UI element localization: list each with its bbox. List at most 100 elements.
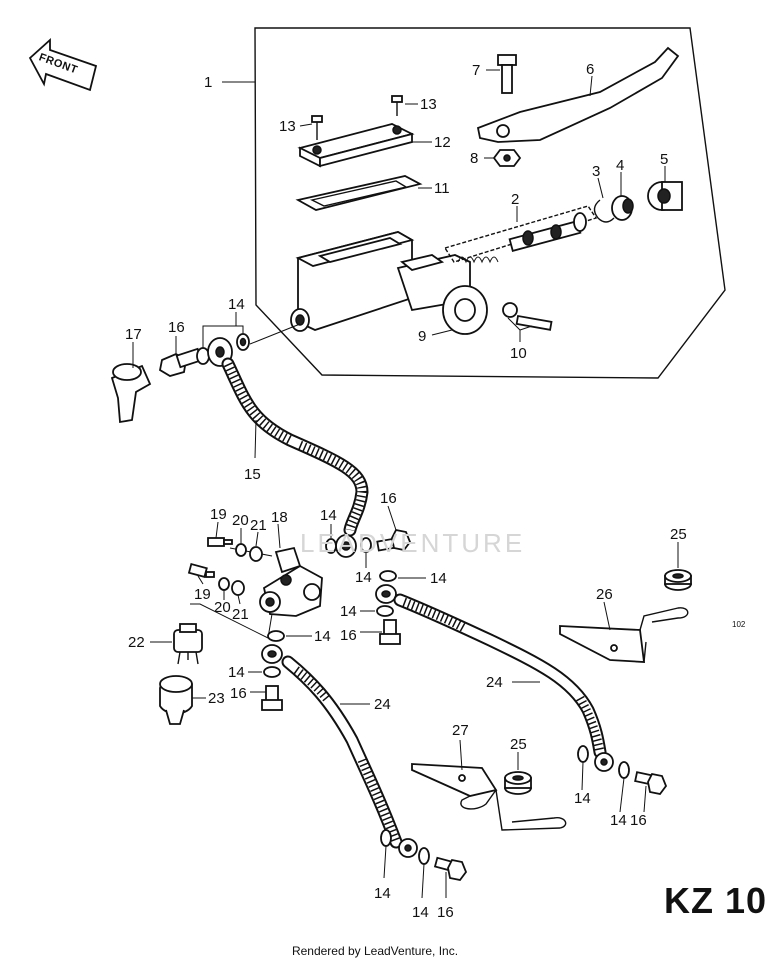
leader-13a xyxy=(299,123,313,127)
callout-2: 2 xyxy=(511,191,519,208)
nut-21a xyxy=(249,546,263,562)
washer-14h xyxy=(418,847,430,865)
model-code: KZ 10 xyxy=(664,880,767,921)
callout-25a: 25 xyxy=(670,526,687,543)
washer-14f xyxy=(263,666,281,678)
callout-13a: 13 xyxy=(279,118,296,135)
banjo-bolt-right xyxy=(379,619,401,645)
leader-6 xyxy=(589,75,593,97)
cap-screw-left xyxy=(311,115,323,140)
callout-22: 22 xyxy=(128,634,145,651)
callout-10: 10 xyxy=(510,345,527,362)
callout-14j: 14 xyxy=(574,790,591,807)
callout-16d: 16 xyxy=(230,685,247,702)
grommet-lower xyxy=(504,771,532,795)
lower-hose-right xyxy=(375,584,614,772)
leader-26 xyxy=(603,601,611,631)
leader-16b xyxy=(387,505,397,531)
grommet-upper xyxy=(664,569,692,591)
callout-16c: 16 xyxy=(340,627,357,644)
callout-12: 12 xyxy=(434,134,451,151)
leader-16f xyxy=(643,785,647,813)
exploded-parts-diagram: 1 2 3 4 5 6 7 8 9 10 11 12 13 13 14 14 1… xyxy=(28,27,726,921)
washer-20b xyxy=(218,577,230,591)
hose-bracket-left xyxy=(411,763,567,831)
callout-13b: 13 xyxy=(420,96,437,113)
leader-14l xyxy=(619,777,625,813)
leader-19a xyxy=(215,521,219,539)
callout-14g: 14 xyxy=(228,664,245,681)
brake-lever xyxy=(476,46,680,143)
brake-light-switch-cover xyxy=(110,363,152,424)
leader-19b xyxy=(197,575,204,585)
brake-light-switch xyxy=(173,623,203,665)
callout-25b: 25 xyxy=(510,736,527,753)
callout-20b: 20 xyxy=(214,599,231,616)
callout-18: 18 xyxy=(271,509,288,526)
axis-line xyxy=(249,323,301,345)
callout-24a: 24 xyxy=(374,696,391,713)
banjo-bolt-bottom-left xyxy=(433,856,468,881)
snap-ring xyxy=(593,199,615,223)
washer-14i xyxy=(379,570,397,582)
callout-24b: 24 xyxy=(486,674,503,691)
callout-4: 4 xyxy=(616,157,624,174)
washer-20a xyxy=(235,543,247,557)
callout-14f: 14 xyxy=(314,628,331,645)
callout-5: 5 xyxy=(660,151,668,168)
callout-14k: 14 xyxy=(610,812,627,829)
washer-14d xyxy=(360,537,372,553)
banjo-bolt-middle xyxy=(376,528,412,552)
callout-16e: 16 xyxy=(437,904,454,921)
reservoir-diaphragm xyxy=(295,175,423,211)
callout-7: 7 xyxy=(472,62,480,79)
lever-nut xyxy=(492,149,522,167)
callout-8: 8 xyxy=(470,150,478,167)
callout-14b: 14 xyxy=(320,507,337,524)
bracket-bracket-lines xyxy=(190,603,273,639)
banjo-bolt-bottom-right xyxy=(634,771,668,795)
washer-14c xyxy=(325,538,337,554)
callout-3: 3 xyxy=(592,163,600,180)
washer-14j xyxy=(376,605,394,617)
clamp-bolt xyxy=(502,302,553,331)
cap-screw-right xyxy=(391,95,403,116)
switch-boot xyxy=(159,675,193,725)
footer-credit: Rendered by LeadVenture, Inc. xyxy=(291,944,459,958)
upper-brake-hose xyxy=(221,357,369,537)
washer-14g xyxy=(380,829,392,847)
callout-14h: 14 xyxy=(374,885,391,902)
leader-18 xyxy=(277,523,281,549)
callout-11: 11 xyxy=(434,180,450,197)
callout-14a: 14 xyxy=(228,296,245,313)
callout-27: 27 xyxy=(452,722,469,739)
joint-bolt-lower xyxy=(187,562,215,579)
piston-boot xyxy=(647,181,683,211)
joint-bolt-upper xyxy=(207,537,233,547)
callout-14c: 14 xyxy=(355,569,372,586)
banjo-bolt-lower-left xyxy=(261,685,283,711)
washer-14l xyxy=(618,761,630,779)
callout-1: 1 xyxy=(204,74,212,91)
piston-assembly xyxy=(443,205,598,264)
callout-14i: 14 xyxy=(412,904,429,921)
leader-3 xyxy=(597,177,604,199)
three-way-joint xyxy=(259,546,323,617)
callout-21b: 21 xyxy=(232,606,249,623)
dust-seal xyxy=(611,195,634,221)
leader-14a xyxy=(202,325,244,348)
reservoir-cap xyxy=(297,123,415,168)
leader-21b xyxy=(237,594,241,605)
banjo-bolt-upper xyxy=(158,347,203,377)
leader-21a xyxy=(255,531,259,547)
hose-bracket-right xyxy=(559,607,689,663)
leader-15 xyxy=(254,419,257,459)
leader-9 xyxy=(431,329,453,336)
washer-14e xyxy=(267,630,285,642)
leader-14h xyxy=(421,863,425,899)
callout-17: 17 xyxy=(125,326,142,343)
leader-14k xyxy=(581,761,584,791)
callout-16a: 16 xyxy=(168,319,185,336)
washer-14k xyxy=(577,745,589,763)
callout-26: 26 xyxy=(596,586,613,603)
